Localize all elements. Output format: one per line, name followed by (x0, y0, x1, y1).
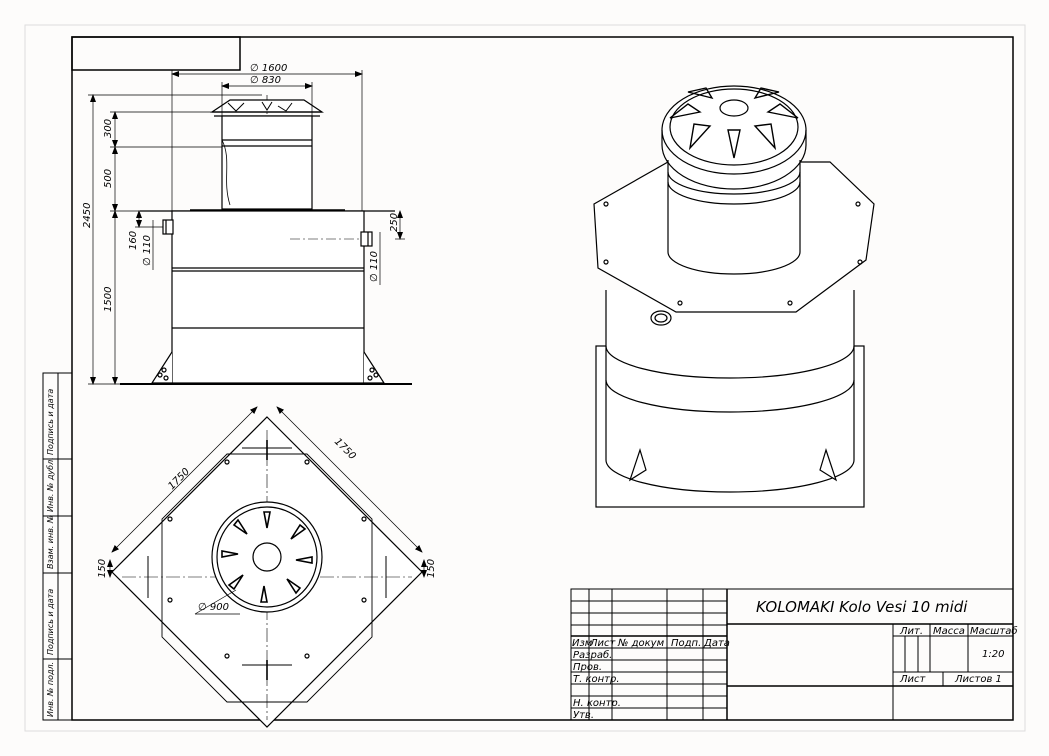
dim-d900: ∅ 900 (198, 602, 229, 613)
dim-h1500: 1500 (103, 287, 114, 312)
dim-h2450: 2450 (82, 203, 93, 228)
tb-row-utv: Утв. (573, 710, 594, 721)
side-label-original-inv: Инв. № подл. (46, 662, 55, 717)
tb-lit: Лит. (899, 626, 923, 637)
dim-d830: ∅ 830 (250, 75, 281, 86)
top-dimensions (107, 406, 427, 615)
title-block (570, 588, 1014, 721)
isometric-view (593, 85, 875, 508)
tb-row-nkontr: Н. контр. (573, 698, 621, 709)
tb-row-razrab: Разраб. (573, 649, 612, 661)
tb-header-doc: № докум (617, 638, 665, 649)
dim-h500: 500 (103, 169, 114, 188)
dim-w150-left: 150 (97, 559, 108, 578)
side-label-dup-inv: Инв. № дубл. (46, 457, 55, 512)
dim-d110-left: ∅ 110 (142, 235, 153, 266)
tb-sheets-total: Листов 1 (954, 674, 1002, 685)
tb-row-tkontr: Т. контр. (573, 674, 620, 685)
front-view (120, 95, 412, 385)
dim-h250: 250 (389, 213, 400, 232)
top-view (111, 416, 423, 728)
dim-w1750-left: 1750 (166, 466, 192, 492)
dim-d1600: ∅ 1600 (250, 63, 287, 74)
dim-d110-right: ∅ 110 (369, 251, 380, 282)
tb-header-izm: Изм (572, 638, 593, 649)
tb-header-sign: Подп. (671, 638, 701, 649)
dim-h300: 300 (103, 119, 114, 138)
dim-w150-right: 150 (426, 559, 437, 578)
tb-masshtab: Масштаб (970, 625, 1018, 637)
tb-row-prov: Пров. (573, 662, 602, 673)
side-strip (42, 372, 73, 721)
dim-w1750-right: 1750 (332, 436, 358, 462)
drawing-title: KOLOMAKI Kolo Vesi 10 midi (756, 598, 968, 616)
tb-header-list: Лист (589, 638, 617, 649)
dim-h160: 160 (128, 231, 139, 250)
side-label-signature-1: Подпись и дата (46, 389, 55, 455)
front-dimensions (88, 70, 405, 385)
tb-massa: Масса (933, 626, 965, 637)
drawing-scale: 1:20 (982, 649, 1004, 660)
side-label-signature-2: Подпись и дата (46, 589, 55, 655)
side-label-replace-inv: Взам. инв. № (46, 515, 55, 569)
tb-sheet: Лист (899, 674, 927, 685)
tb-header-date: Дата (703, 638, 730, 649)
